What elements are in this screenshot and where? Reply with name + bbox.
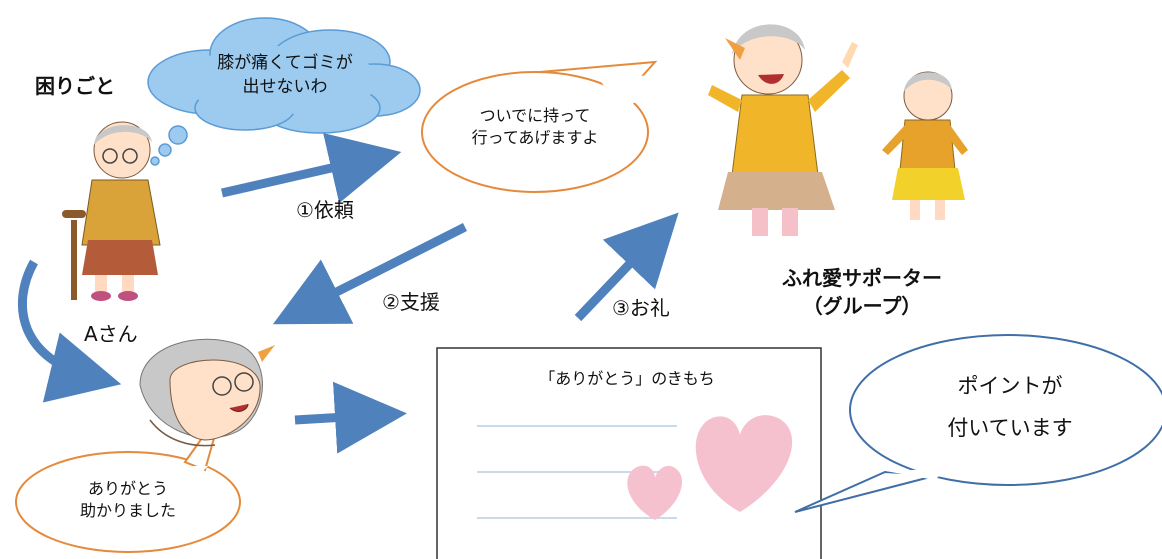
elderly-woman-with-cane-illustration [62, 121, 161, 301]
elderly-woman-bowing-illustration [139, 338, 275, 447]
step-thanks-label: ③お礼 [612, 296, 670, 320]
thought-bubble-text: 膝が痛くてゴミが 出せないわ [190, 52, 380, 100]
thank-you-card [436, 347, 822, 559]
cheerful-supporter-women-illustration [708, 24, 968, 236]
supporter-label: ふれ愛サポーター （グループ） [742, 264, 982, 320]
to-card-arrow [294, 381, 407, 454]
heart-icon [627, 465, 683, 520]
loop-arrow [17, 259, 122, 403]
card-title: 「ありがとう」のきもち [539, 369, 715, 388]
request-arrow [220, 132, 402, 204]
heart-icon [695, 415, 793, 512]
person-a-speech-text: ありがとう 助かりました [58, 478, 198, 523]
supporter-label-line2: （グループ） [802, 294, 922, 318]
thought-bubble-line2: 出せないわ [242, 76, 328, 97]
trouble-label: 困りごと [35, 74, 115, 98]
supporter-label-line1: ふれ愛サポーター [782, 266, 942, 290]
person-a-speech-line1: ありがとう [87, 479, 168, 498]
points-bubble-line2: 付いています [947, 416, 1073, 440]
points-bubble-line1: ポイントが [957, 374, 1063, 398]
points-bubble-text: ポイントが 付いています [900, 365, 1120, 449]
supporter-speech-line1: ついでに持って [479, 106, 591, 125]
support-arrow [272, 222, 468, 325]
thought-cloud [147, 17, 421, 166]
step-request-label: ①依頼 [296, 198, 354, 222]
person-a-label: Aさん [84, 322, 138, 346]
person-a-speech-line2: 助かりました [79, 501, 176, 521]
supporter-speech-line2: 行ってあげますよ [471, 128, 599, 148]
supporter-speech-text: ついでに持って 行ってあげますよ [445, 105, 625, 150]
supporter-speech-bubble [421, 60, 700, 193]
thought-bubble-line1: 膝が痛くてゴミが [217, 53, 353, 73]
thanks-arrow [574, 212, 679, 322]
step-support-label: ②支援 [382, 290, 440, 314]
points-speech-bubble [794, 334, 1162, 513]
